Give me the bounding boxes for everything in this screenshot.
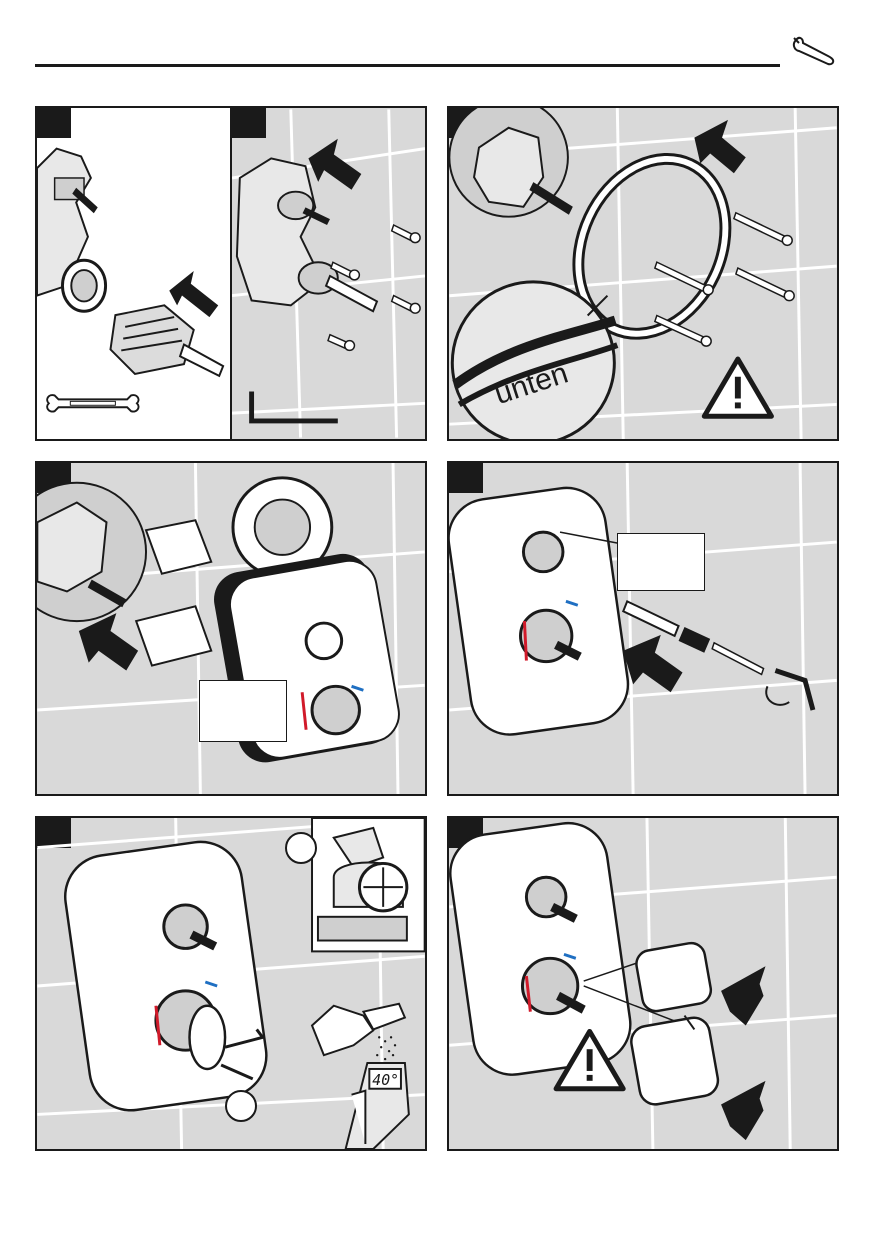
step-1-illustration: [37, 147, 225, 413]
step-1-panel: [35, 106, 232, 441]
step-4-callout-box: [199, 680, 287, 742]
step-4-illustration: [37, 463, 425, 794]
step-6-detail-badge-a: [285, 832, 317, 864]
push-arrow-icon: [78, 613, 139, 671]
step-3-illustration: [449, 108, 837, 439]
push-arrow-icon: [623, 634, 683, 693]
step-1-number-tab: [37, 108, 71, 138]
push-arrow-icon: [308, 138, 362, 190]
header-rule: [35, 64, 780, 67]
step-6-illustration: 40°: [37, 818, 425, 1149]
step-6-detail-badge-b: [225, 1090, 257, 1122]
step-5-callout-box: [617, 533, 705, 591]
thermometer-display: 40°: [372, 1072, 399, 1089]
push-arrow-icon: [721, 1080, 766, 1141]
hex-key-icon: [249, 391, 338, 424]
hex-key-icon: [774, 668, 816, 711]
step-3-panel: unten: [447, 106, 839, 441]
warning-icon: [701, 356, 774, 419]
push-arrow-icon: [721, 966, 766, 1026]
step-2-panel: [230, 106, 427, 441]
thermometer-icon: 40°: [344, 1062, 410, 1149]
step-5-illustration: [449, 463, 837, 794]
hand-shower-icon: [310, 1002, 407, 1061]
step-4-panel: [35, 461, 427, 796]
step-2-number-tab: [232, 108, 266, 138]
step-5-panel: [447, 461, 839, 796]
wrench-icon: [792, 36, 835, 66]
step-5-number-tab: [449, 463, 483, 493]
step-6-panel: 40°: [35, 816, 427, 1151]
push-arrow-icon: [169, 271, 219, 318]
step-7-panel: [447, 816, 839, 1151]
screw-set: [327, 223, 421, 352]
step-6-number-tab: [37, 818, 71, 848]
step-2-illustration: [232, 109, 425, 438]
warning-icon: [553, 1028, 626, 1092]
step-7-illustration: [449, 818, 837, 1149]
push-arrow-icon: [694, 119, 746, 174]
open-end-wrench-icon: [46, 394, 140, 413]
